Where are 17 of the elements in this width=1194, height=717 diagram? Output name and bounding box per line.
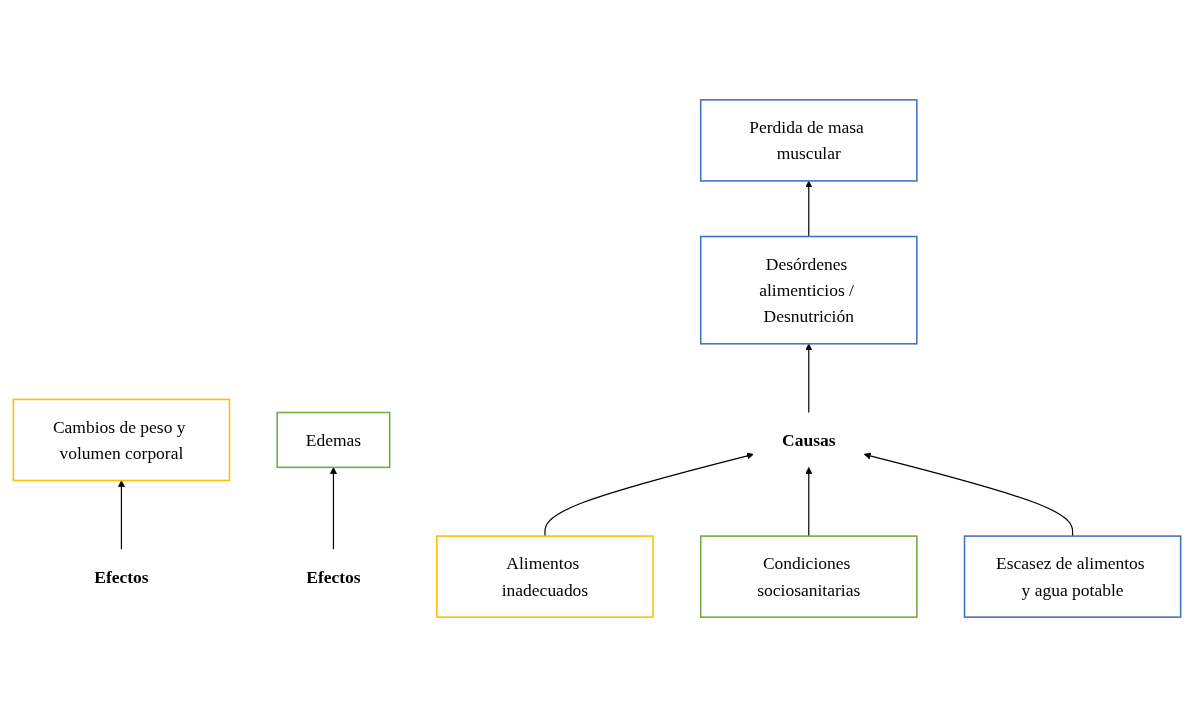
arrow	[805, 180, 813, 238]
arrow	[805, 467, 813, 537]
node-text: Causas	[782, 430, 836, 450]
node-box: Edemas	[276, 411, 391, 469]
arrow	[329, 467, 337, 550]
arrow	[863, 452, 1074, 537]
arrow	[544, 452, 754, 537]
node-box: Escasez de alimentos y agua potable	[963, 535, 1182, 618]
node-text: Efectos	[306, 566, 361, 587]
node-box: Alimentos inadecuados	[436, 535, 654, 618]
arrow	[117, 480, 125, 550]
node-box: Cambios de peso y volumen corporal	[12, 398, 231, 482]
node-text: Efectos	[94, 566, 149, 587]
arrow	[805, 343, 813, 414]
node-box: Perdida de masa muscular	[699, 99, 918, 182]
node-box: Desórdenes alimenticios / Desnutrición	[699, 235, 918, 345]
node-box: Condiciones sociosanitarias	[699, 535, 918, 618]
